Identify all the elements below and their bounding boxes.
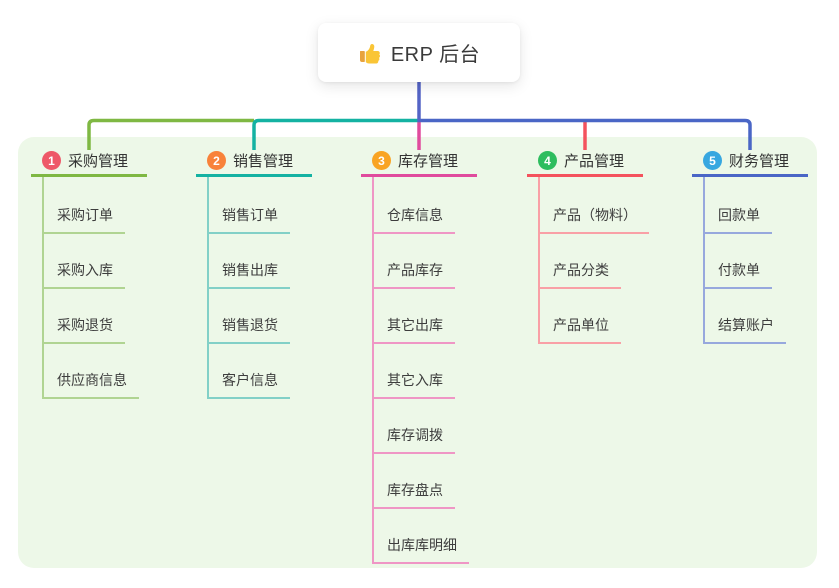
child-node[interactable]: 采购退货	[42, 312, 125, 344]
branch-label: 财务管理	[729, 153, 790, 170]
branch-label: 采购管理	[68, 153, 129, 170]
child-label: 产品单位	[553, 317, 609, 333]
branches-panel-background	[18, 137, 817, 568]
branch-number-badge: 3	[372, 151, 391, 170]
child-label: 结算账户	[718, 317, 774, 333]
child-label: 产品分类	[553, 262, 609, 278]
branch-children-connector	[703, 177, 705, 344]
root-node[interactable]: ERP 后台	[318, 23, 520, 82]
child-label: 销售订单	[222, 207, 278, 223]
child-node[interactable]: 产品分类	[538, 257, 621, 289]
child-node[interactable]: 供应商信息	[42, 367, 139, 399]
child-node[interactable]: 客户信息	[207, 367, 290, 399]
child-node[interactable]: 库存调拨	[372, 422, 455, 454]
root-title: ERP 后台	[390, 44, 481, 66]
child-label: 其它入库	[387, 372, 443, 388]
branch-children-connector	[372, 177, 374, 564]
child-label: 其它出库	[387, 317, 443, 333]
branch-label: 销售管理	[233, 153, 294, 170]
child-label: 回款单	[718, 207, 760, 223]
branch-number-badge: 1	[42, 151, 61, 170]
branch-node[interactable]: 4 产品管理	[527, 147, 643, 177]
child-node[interactable]: 产品库存	[372, 257, 455, 289]
child-label: 产品（物料）	[553, 207, 637, 223]
child-node[interactable]: 产品（物料）	[538, 202, 649, 234]
branch-label: 产品管理	[564, 153, 625, 170]
branch-node[interactable]: 1 采购管理	[31, 147, 147, 177]
child-label: 采购退货	[57, 317, 113, 333]
child-node[interactable]: 付款单	[703, 257, 772, 289]
child-label: 客户信息	[222, 372, 278, 388]
child-node[interactable]: 回款单	[703, 202, 772, 234]
branch-number-badge: 4	[538, 151, 557, 170]
child-node[interactable]: 其它出库	[372, 312, 455, 344]
child-node[interactable]: 其它入库	[372, 367, 455, 399]
child-node[interactable]: 销售退货	[207, 312, 290, 344]
branch-node[interactable]: 5 财务管理	[692, 147, 808, 177]
child-label: 出库库明细	[387, 537, 457, 553]
child-label: 销售出库	[222, 262, 278, 278]
child-label: 库存调拨	[387, 427, 443, 443]
child-label: 销售退货	[222, 317, 278, 333]
child-node[interactable]: 仓库信息	[372, 202, 455, 234]
branch-node[interactable]: 3 库存管理	[361, 147, 477, 177]
branch-number-badge: 2	[207, 151, 226, 170]
branch-label: 库存管理	[398, 153, 459, 170]
child-label: 产品库存	[387, 262, 443, 278]
child-node[interactable]: 采购入库	[42, 257, 125, 289]
child-label: 采购入库	[57, 262, 113, 278]
child-node[interactable]: 产品单位	[538, 312, 621, 344]
thumbs-up-icon	[358, 41, 382, 65]
branch-children-connector	[538, 177, 540, 344]
child-node[interactable]: 库存盘点	[372, 477, 455, 509]
child-label: 供应商信息	[57, 372, 127, 388]
child-label: 采购订单	[57, 207, 113, 223]
child-node[interactable]: 采购订单	[42, 202, 125, 234]
child-label: 库存盘点	[387, 482, 443, 498]
child-label: 仓库信息	[387, 207, 443, 223]
child-label: 付款单	[718, 262, 760, 278]
child-node[interactable]: 销售订单	[207, 202, 290, 234]
branch-node[interactable]: 2 销售管理	[196, 147, 312, 177]
child-node[interactable]: 结算账户	[703, 312, 786, 344]
branch-number-badge: 5	[703, 151, 722, 170]
child-node[interactable]: 销售出库	[207, 257, 290, 289]
child-node[interactable]: 出库库明细	[372, 532, 469, 564]
